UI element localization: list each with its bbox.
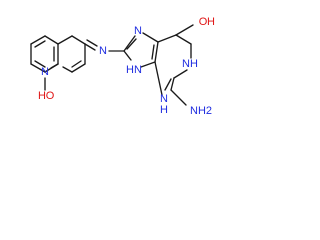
quinoline-n-label: N bbox=[41, 66, 49, 78]
imidazole-n-label: N bbox=[134, 25, 142, 37]
hydroxy-o-atom: O bbox=[46, 90, 55, 102]
imine-n-label: N bbox=[99, 45, 107, 57]
pyrimidine-ring bbox=[151, 34, 192, 96]
pyrimidine-n-top-label: N bbox=[182, 58, 190, 70]
hydroxy-o-label: H bbox=[38, 90, 46, 102]
carbonyl-bond bbox=[175, 24, 194, 36]
pyrimidine-n-bottom-h-label: H bbox=[160, 104, 168, 116]
chemical-structure: N H O N N H N O H N H N H N H2 bbox=[30, 16, 215, 117]
amino-h2-label: H2 bbox=[198, 105, 212, 117]
carbonyl-h-label: H bbox=[207, 16, 215, 28]
pyridine-ring bbox=[50, 35, 86, 73]
amino-bond bbox=[170, 89, 187, 106]
pyrimidine-n-top-h-label: H bbox=[190, 58, 198, 70]
imidazole-nh-h-label: H bbox=[126, 64, 134, 76]
imidazole-nh-n-label: N bbox=[134, 64, 142, 76]
amino-n-label: N bbox=[190, 105, 198, 117]
carbonyl-o-label: O bbox=[199, 16, 208, 28]
imine-bond bbox=[84, 39, 98, 51]
pyrimidine-n-bottom-label: N bbox=[160, 93, 168, 105]
imidazole-ring bbox=[123, 32, 159, 68]
